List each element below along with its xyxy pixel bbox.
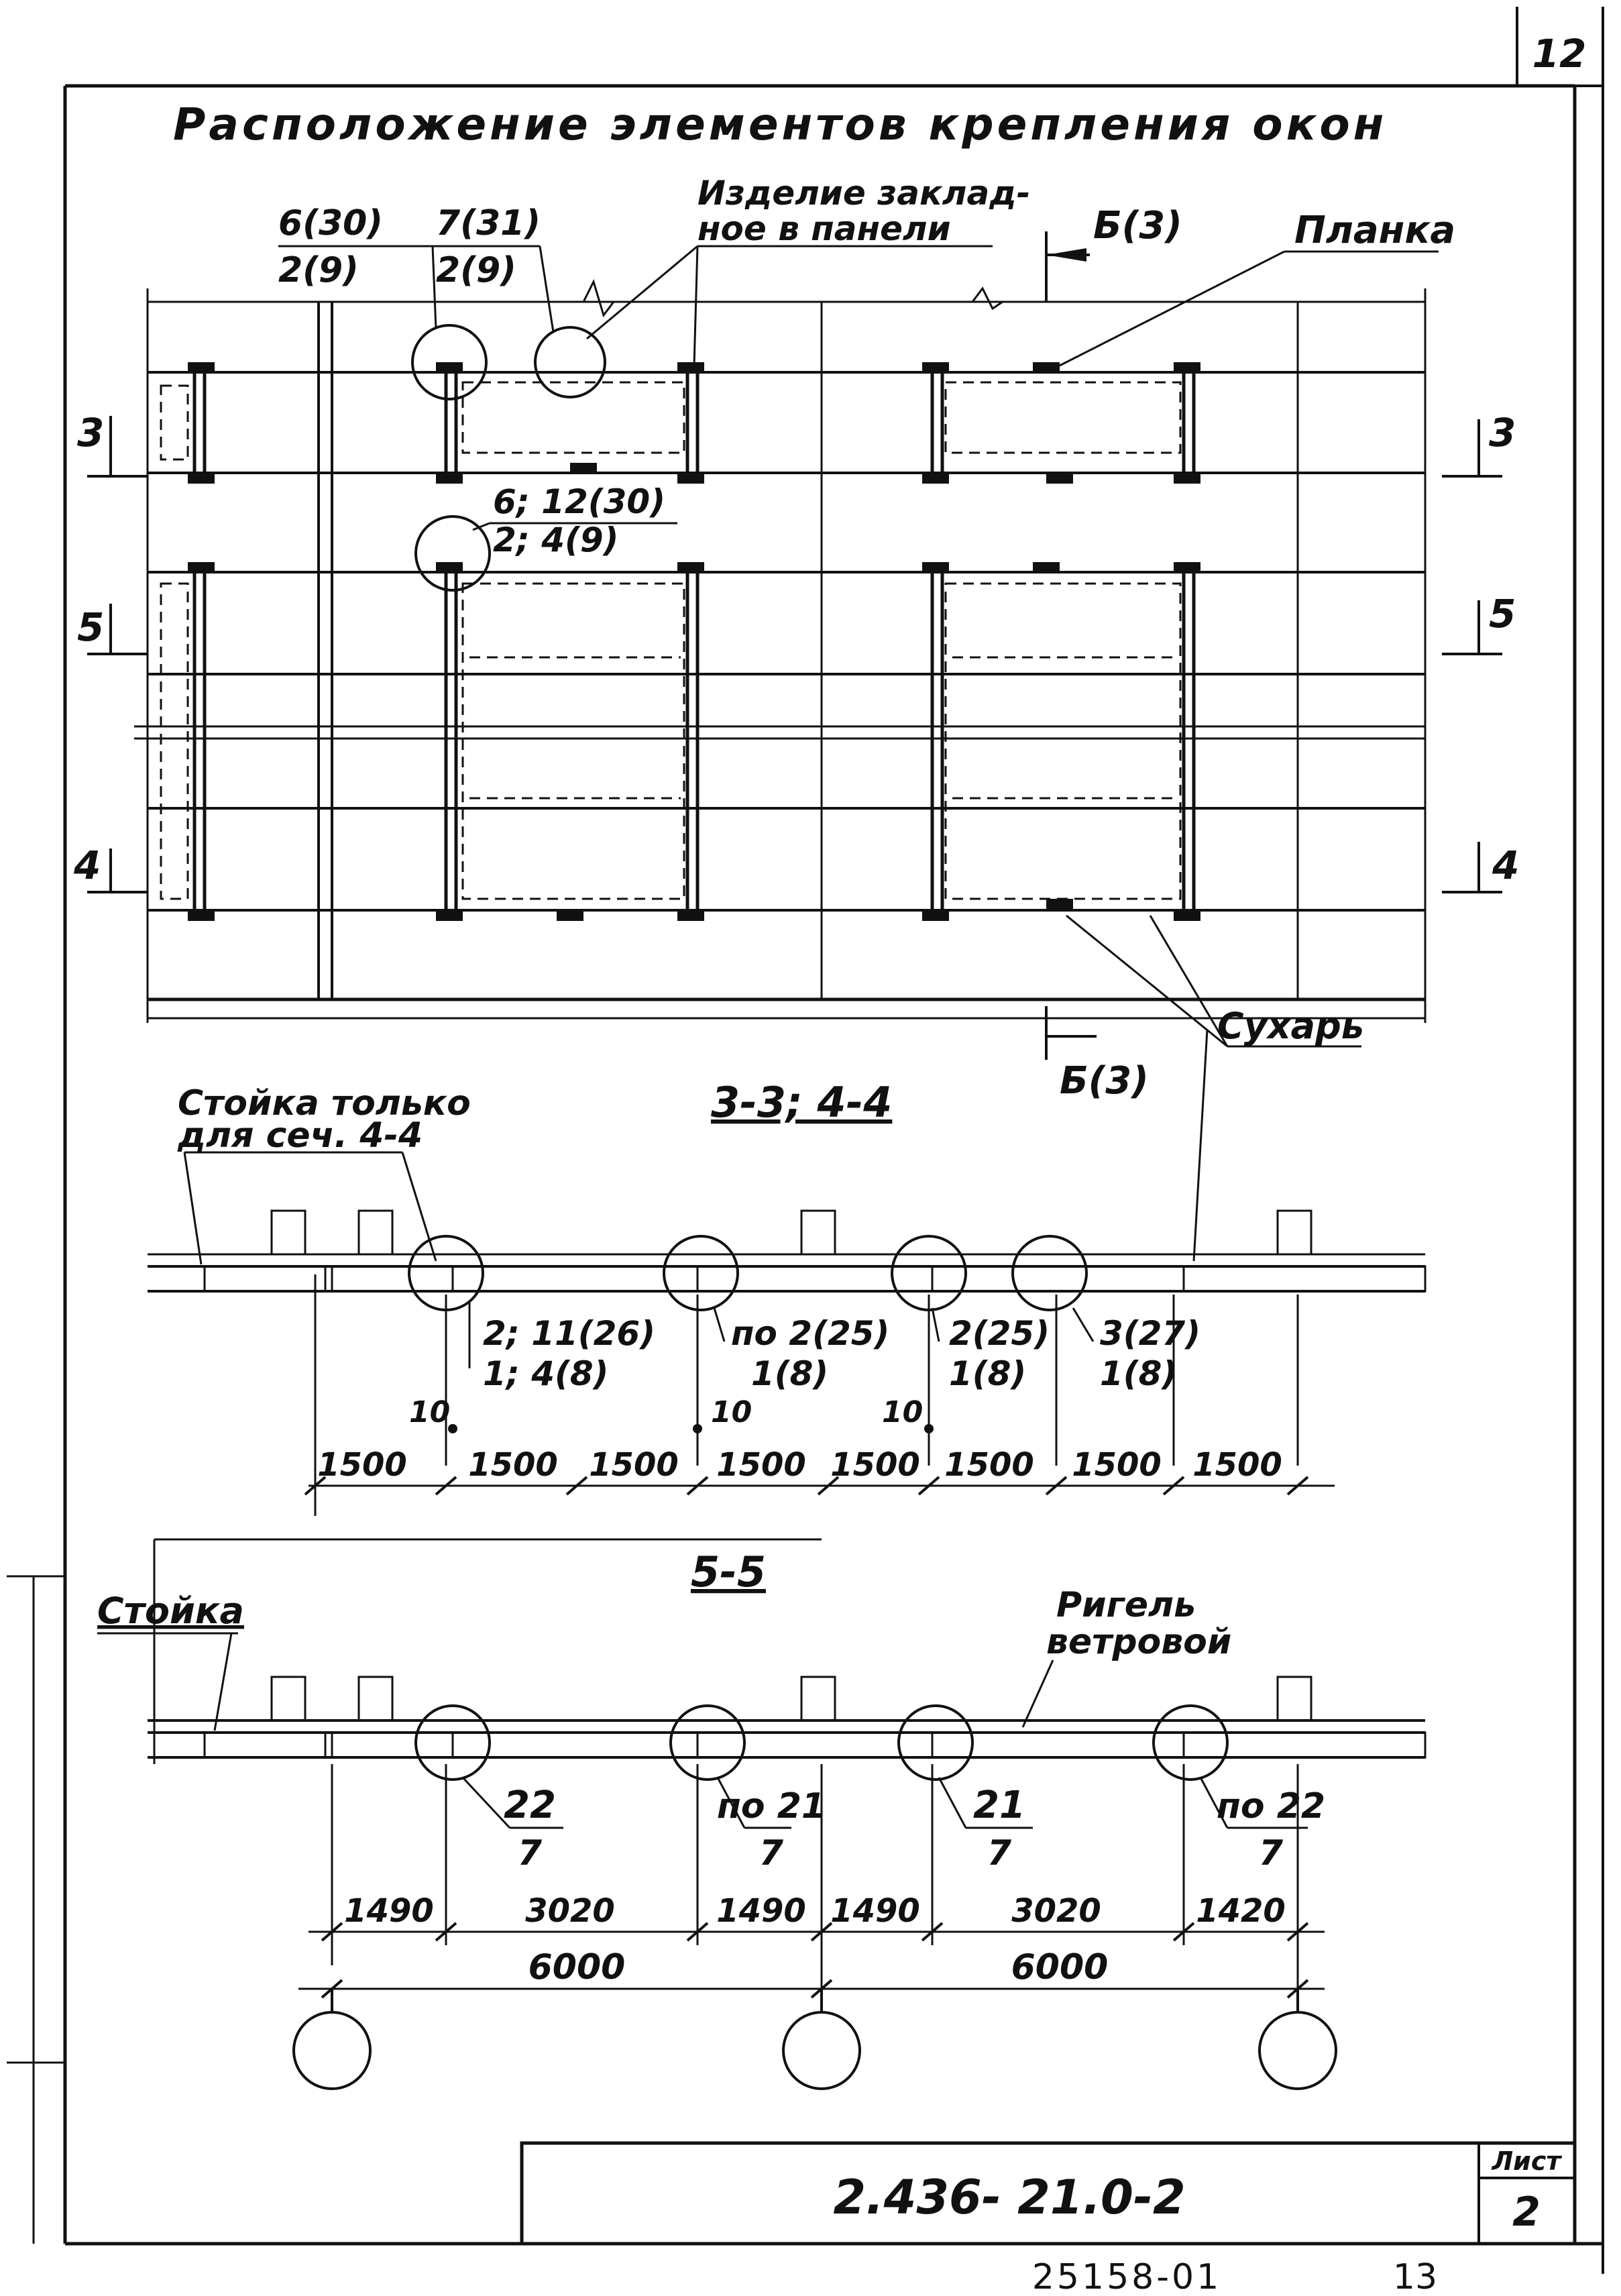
- dim-1500: 1500: [830, 1446, 920, 1484]
- callout-circle: [897, 1704, 974, 1781]
- dim-3020: 3020: [1011, 1892, 1101, 1930]
- callout-7-c: 7: [987, 1833, 1012, 1873]
- callout-circle: [669, 1704, 746, 1781]
- stoika-note-line1: Стойка только: [178, 1083, 471, 1124]
- callout-po-2-25: по 2(25): [731, 1314, 889, 1353]
- cut-label-4-left: 4: [73, 842, 101, 888]
- callout-circle: [414, 515, 491, 592]
- callout-1-8-a: 1(8): [751, 1354, 828, 1393]
- callout-2-4-9: 2; 4(9): [493, 521, 618, 559]
- callout-2-9-b: 2(9): [436, 250, 516, 290]
- cut-label-3-right: 3: [1489, 410, 1516, 455]
- dim-1490: 1490: [716, 1892, 806, 1930]
- dimension-row-3-4: 1500 1500 1500 1500 1500 1500 1500 1500: [317, 1446, 1282, 1484]
- callout-1-8-c: 1(8): [1100, 1354, 1177, 1393]
- callout-2-25: 2(25): [949, 1314, 1050, 1353]
- section-5-5-title: 5-5: [691, 1547, 766, 1596]
- callout-3-27: 3(27): [1100, 1314, 1200, 1353]
- dim-1500: 1500: [944, 1446, 1034, 1484]
- dim-3020: 3020: [525, 1892, 615, 1930]
- callout-7-d: 7: [1259, 1833, 1284, 1873]
- sukhar-label: Сухарь: [1217, 1005, 1364, 1047]
- callout-7-a: 7: [518, 1833, 543, 1873]
- dim-1500: 1500: [1192, 1446, 1282, 1484]
- callout-po-22: по 22: [1217, 1786, 1325, 1826]
- section-mark-bottom: Б(3): [1060, 1059, 1149, 1103]
- gap-label-10-b: 10: [711, 1395, 752, 1429]
- dim-1500: 1500: [1072, 1446, 1162, 1484]
- stoika-note-line2: для сеч. 4-4: [177, 1115, 423, 1156]
- section-mark-top: Б(3): [1093, 204, 1182, 248]
- dimension-row-5-5: 1490 3020 1490 1490 3020 1420 6000 6000: [344, 1892, 1286, 1987]
- sheet-label: Лист: [1492, 2146, 1563, 2176]
- dim-1500: 1500: [589, 1446, 679, 1484]
- cut-label-5-right: 5: [1489, 591, 1516, 637]
- callout-6-30: 6(30): [278, 203, 383, 243]
- callout-po-21: по 21: [717, 1786, 826, 1826]
- sheet-frame: [7, 7, 1604, 2274]
- callout-1-4-8: 1; 4(8): [483, 1354, 608, 1393]
- callout-7-b: 7: [759, 1833, 784, 1873]
- plank-label: Планка: [1294, 209, 1455, 252]
- dim-6000: 6000: [1011, 1947, 1109, 1987]
- gap-label-10-c: 10: [882, 1395, 923, 1429]
- section-5-5-drawing: [97, 1538, 1427, 2090]
- section-3-4-title: 3-3; 4-4: [711, 1078, 892, 1127]
- cut-label-5-left: 5: [77, 604, 104, 650]
- dim-1490: 1490: [344, 1892, 434, 1930]
- page-number: 13: [1393, 2257, 1437, 2296]
- plan-view: [87, 231, 1502, 1060]
- callout-circle: [1152, 1704, 1229, 1781]
- archive-number: 25158-01: [1032, 2257, 1221, 2296]
- callout-21: 21: [973, 1784, 1025, 1827]
- callout-6-12-30: 6; 12(30): [493, 482, 665, 521]
- section-3-4-drawing: [148, 1029, 1427, 1516]
- callout-2-9-a: 2(9): [278, 250, 359, 290]
- callout-circle: [534, 326, 606, 398]
- callout-1-8-b: 1(8): [949, 1354, 1026, 1393]
- page-title: Расположение элементов крепления окон: [173, 99, 1387, 150]
- callout-22: 22: [504, 1784, 556, 1827]
- rigel-label-line2: ветровой: [1046, 1622, 1231, 1662]
- grid-axis-bubble: [1258, 2011, 1337, 2090]
- dim-1500: 1500: [317, 1446, 407, 1484]
- cut-label-4-right: 4: [1492, 842, 1519, 888]
- callout-circle: [663, 1235, 739, 1311]
- drawing-code: 2.436- 21.0-2: [833, 2170, 1185, 2225]
- stoika-label: Стойка: [97, 1590, 244, 1632]
- embedded-part-line2: ное в панели: [697, 209, 951, 248]
- dim-1490: 1490: [830, 1892, 920, 1930]
- cut-label-3-left: 3: [77, 410, 104, 455]
- grid-axis-bubble: [782, 2011, 861, 2090]
- callout-2-11-26: 2; 11(26): [483, 1314, 655, 1353]
- sheet-number: 2: [1512, 2189, 1541, 2236]
- callout-circle: [1011, 1235, 1088, 1311]
- dim-1420: 1420: [1196, 1892, 1286, 1930]
- embedded-part-line1: Изделие заклад-: [697, 174, 1030, 213]
- gap-label-10-a: 10: [409, 1395, 450, 1429]
- dim-1500: 1500: [468, 1446, 558, 1484]
- dim-6000: 6000: [528, 1947, 626, 1987]
- callout-circle: [414, 1704, 491, 1781]
- grid-axis-bubble: [292, 2011, 372, 2090]
- callout-7-31: 7(31): [436, 203, 541, 243]
- dim-1500: 1500: [716, 1446, 806, 1484]
- callout-circle: [411, 324, 488, 400]
- rigel-label-line1: Ригель: [1056, 1585, 1196, 1625]
- corner-number: 12: [1532, 31, 1587, 76]
